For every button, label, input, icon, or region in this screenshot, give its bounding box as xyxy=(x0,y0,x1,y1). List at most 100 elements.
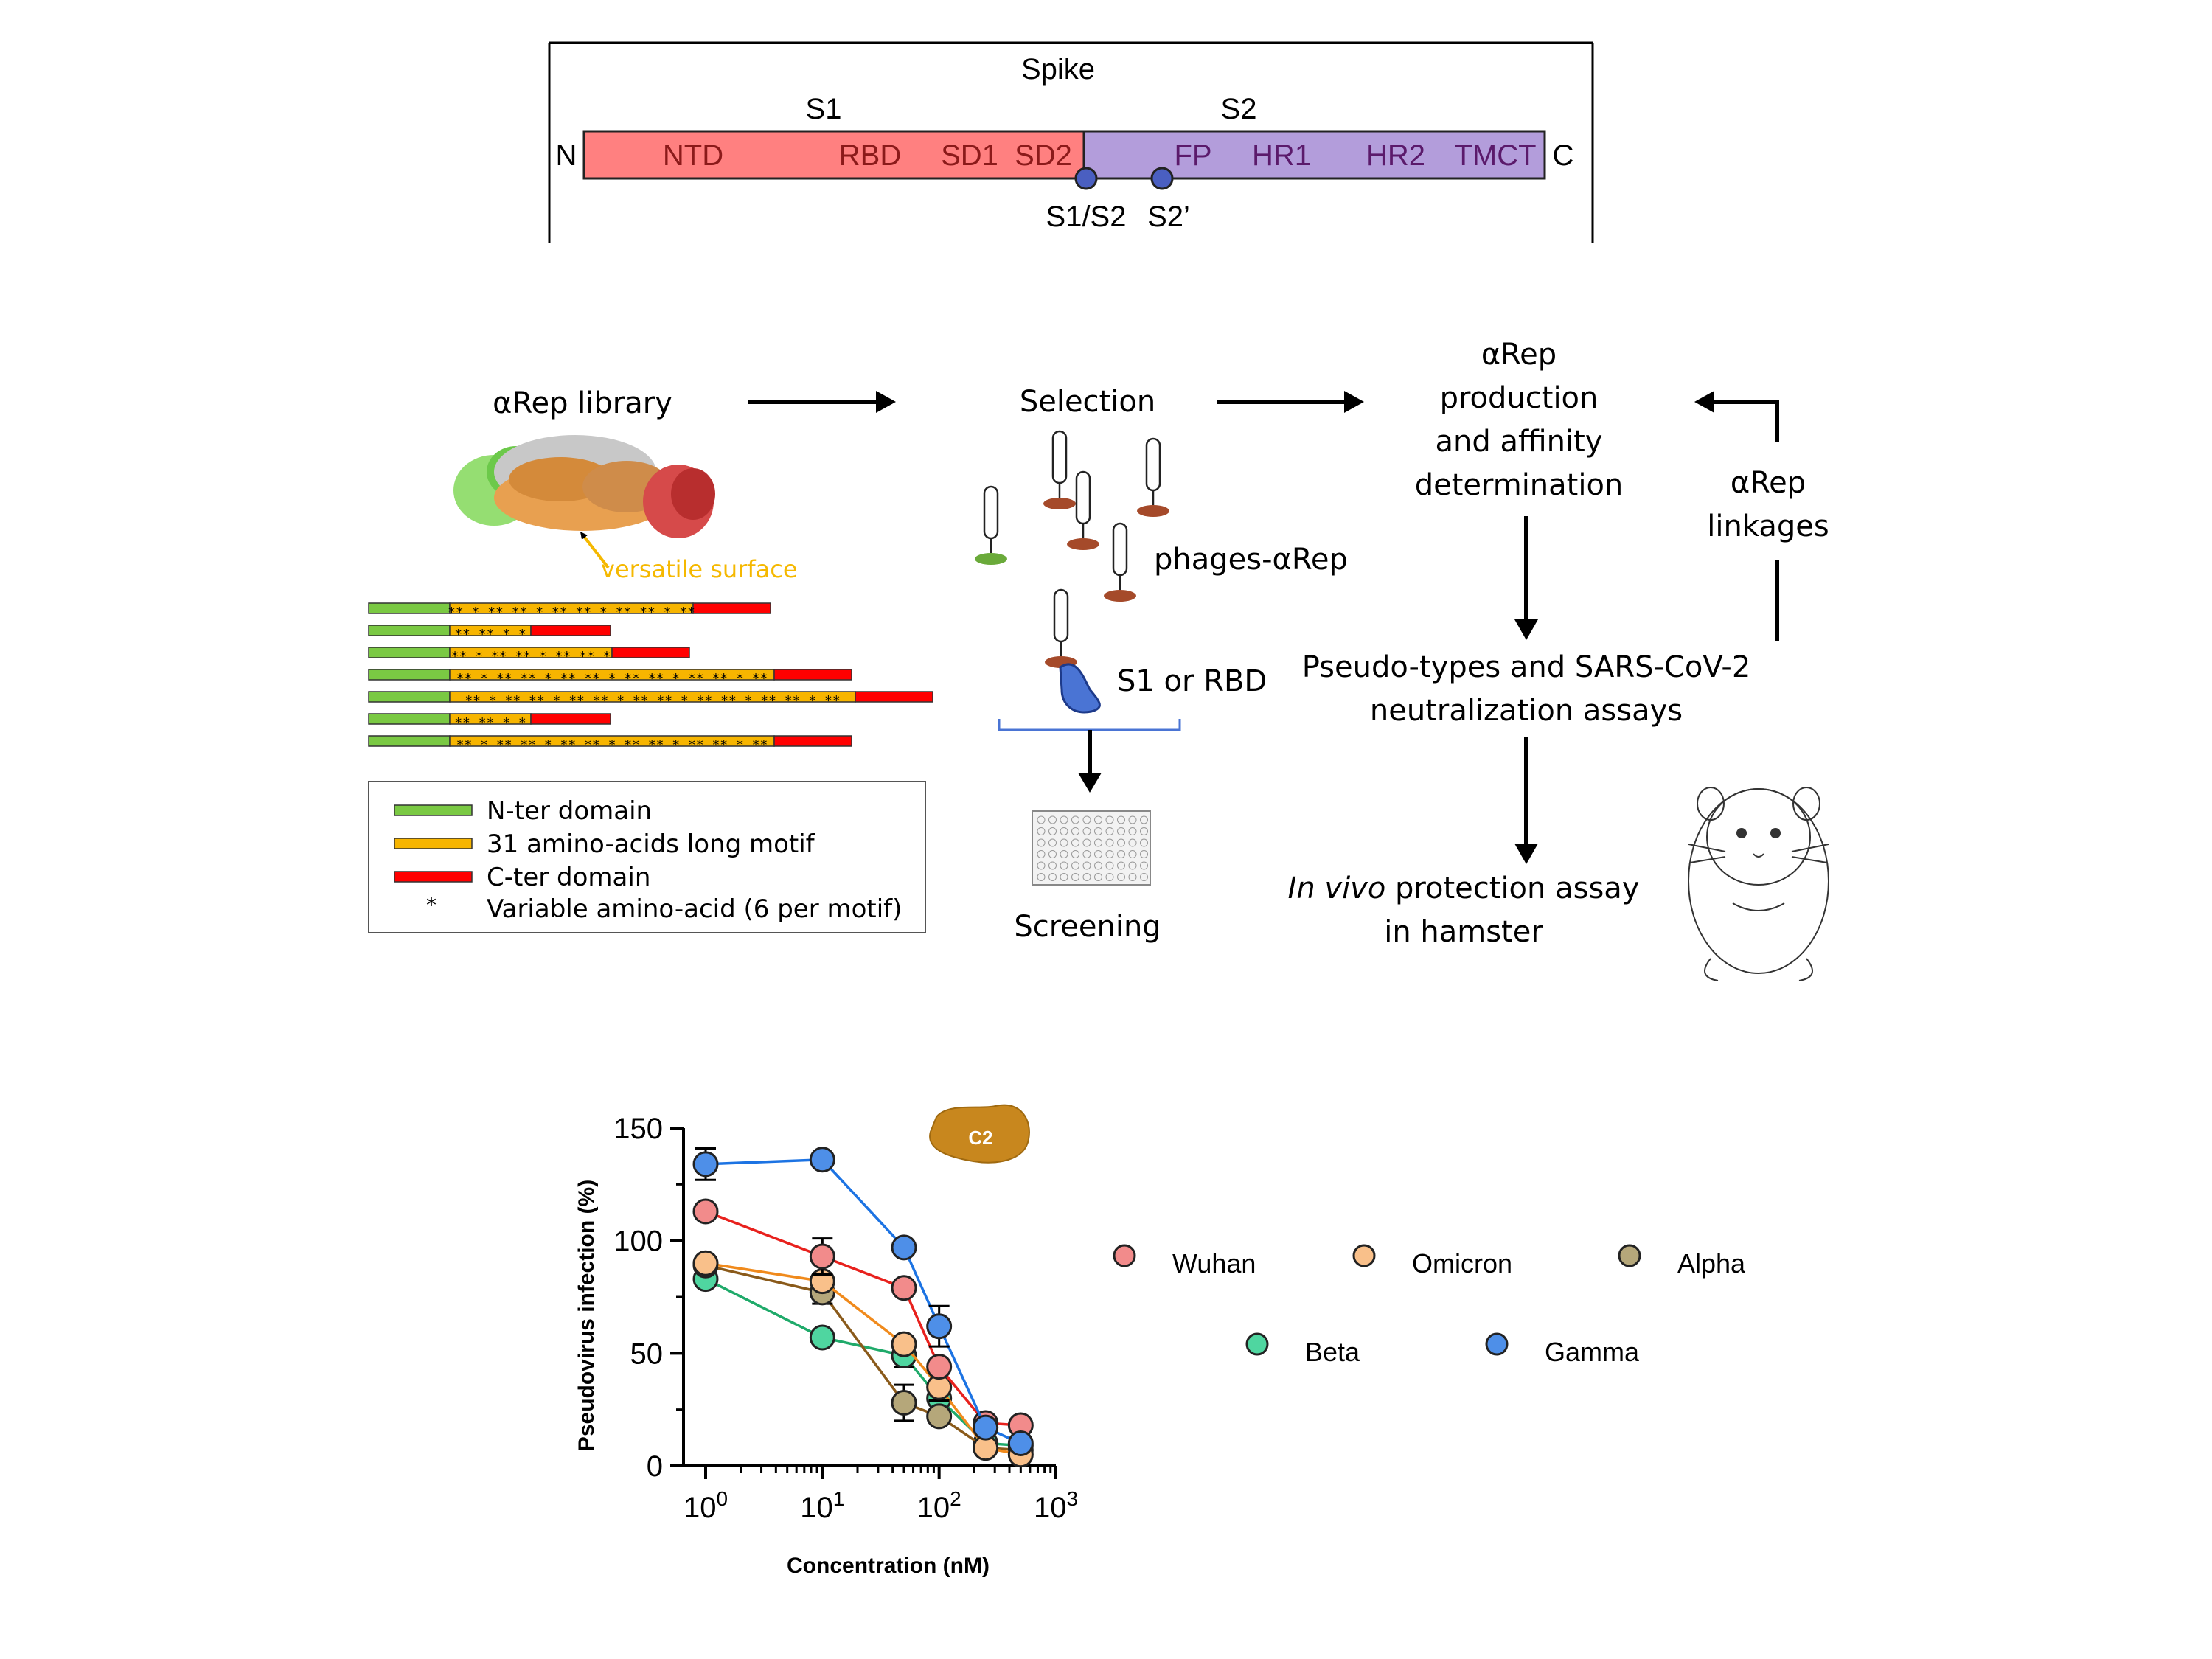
data-point xyxy=(692,1151,719,1178)
legend-label: Gamma xyxy=(1545,1337,1640,1367)
data-point xyxy=(692,1198,719,1225)
data-point xyxy=(926,1403,953,1430)
domain-tmct: TMCT xyxy=(1454,139,1536,172)
domain-hr1: HR1 xyxy=(1252,139,1311,172)
workflow-panel: αRep library versatile surface ** * ** *… xyxy=(368,338,1829,981)
cleavage-site-s1s2 xyxy=(1074,167,1098,190)
phage-icons xyxy=(975,430,1169,668)
svg-text:** * ** ** * ** ** *: ** * ** ** * ** ** * xyxy=(451,649,611,664)
invivo-italic: In vivo xyxy=(1288,872,1386,905)
production-line-1: αRep xyxy=(1481,338,1557,372)
series-gamma xyxy=(692,1147,1034,1456)
production-line-2: production xyxy=(1440,381,1599,415)
legend-swatch xyxy=(1618,1244,1641,1267)
invivo-line-1: In vivo protection assay xyxy=(1288,872,1640,905)
linkages-line-2: linkages xyxy=(1707,509,1829,543)
y-tick-label: 100 xyxy=(613,1225,663,1258)
data-point xyxy=(692,1250,719,1276)
data-point xyxy=(891,1275,917,1301)
svg-text:** * ** ** * ** ** * ** ** * *: ** * ** ** * ** ** * ** ** * ** xyxy=(448,605,695,620)
y-tick-label: 50 xyxy=(630,1338,664,1370)
y-tick-label: 0 xyxy=(647,1450,663,1483)
data-point xyxy=(926,1354,953,1380)
invivo-rest: protection assay xyxy=(1385,872,1639,905)
feedback-arrow xyxy=(1711,400,1779,442)
y-tick-label: 150 xyxy=(613,1113,663,1145)
data-point xyxy=(1007,1430,1034,1456)
c-terminus-label: C xyxy=(1553,139,1574,172)
domain-rbd: RBD xyxy=(839,139,901,172)
svg-text:** * ** ** * ** ** * ** ** * *: ** * ** ** * ** ** * ** ** * ** ** * ** … xyxy=(465,693,840,709)
x-tick-label: 101 xyxy=(800,1487,844,1524)
production-line-3: and affinity xyxy=(1436,425,1603,459)
invivo-line-2: in hamster xyxy=(1384,915,1543,949)
svg-text:** * ** ** * ** ** * ** ** * *: ** * ** ** * ** ** * ** ** * ** ** * ** xyxy=(456,671,768,686)
legend-swatch xyxy=(1113,1244,1136,1267)
x-tick-label: 100 xyxy=(684,1487,728,1524)
s1-bar xyxy=(582,130,1085,180)
s2-label: S2 xyxy=(1221,93,1257,125)
series-wuhan xyxy=(692,1198,1034,1439)
cleavage-label-s1s2: S1/S2 xyxy=(1046,201,1127,233)
linkages-line-1: αRep xyxy=(1731,466,1806,500)
data-point xyxy=(891,1390,917,1416)
selection-title: Selection xyxy=(1020,385,1155,419)
legend-motif: 31 amino-acids long motif xyxy=(487,830,815,859)
screening-label: Screening xyxy=(1014,910,1161,944)
hamster-icon xyxy=(1688,787,1829,981)
spike-panel: Spike S1 S2 N C NTD RBD SD1 SD2 FP HR1 H… xyxy=(548,41,1594,243)
legend-label: Beta xyxy=(1305,1337,1360,1367)
legend-variable: Variable amino-acid (6 per motif) xyxy=(487,894,902,924)
domain-fp: FP xyxy=(1174,139,1211,172)
x-tick-label: 103 xyxy=(1034,1487,1078,1524)
cleavage-label-s2prime: S2’ xyxy=(1147,201,1190,233)
legend-variable-symbol: * xyxy=(426,893,437,917)
legend-nter: N-ter domain xyxy=(487,796,652,826)
legend-swatch xyxy=(1245,1332,1269,1356)
target-label: S1 or RBD xyxy=(1117,664,1267,698)
y-axis-label: Pseudovirus infection (%) xyxy=(574,1180,599,1451)
assays-line-2: neutralization assays xyxy=(1370,694,1683,728)
plate-icon xyxy=(1032,810,1151,886)
assays-line-1: Pseudo-types and SARS-CoV-2 xyxy=(1302,650,1751,684)
data-point xyxy=(809,1324,835,1351)
data-point xyxy=(809,1243,835,1270)
legend-swatch xyxy=(1352,1244,1376,1267)
series-line xyxy=(705,1210,1021,1427)
n-terminus-label: N xyxy=(556,139,577,172)
data-point xyxy=(891,1331,917,1357)
legend-swatch xyxy=(1485,1332,1509,1356)
selection-bracket xyxy=(998,719,1181,731)
legend-label: Omicron xyxy=(1412,1248,1512,1279)
spike-title: Spike xyxy=(1021,53,1095,86)
legend-label: Alpha xyxy=(1677,1248,1746,1279)
data-point xyxy=(809,1147,835,1173)
data-point xyxy=(926,1313,953,1340)
data-point xyxy=(973,1414,999,1441)
production-line-4: determination xyxy=(1415,468,1624,502)
legend-cter: C-ter domain xyxy=(487,863,650,892)
cleavage-site-s2prime xyxy=(1150,167,1174,190)
target-protein-icon xyxy=(1059,663,1101,714)
svg-text:** ** * *: ** ** * * xyxy=(454,627,526,642)
domain-ntd: NTD xyxy=(663,139,723,172)
c2-badge-shape xyxy=(929,1104,1030,1164)
library-title: αRep library xyxy=(493,386,672,420)
arep-protein-structure xyxy=(453,435,715,538)
domain-hr2: HR2 xyxy=(1366,139,1425,172)
domain-sd1: SD1 xyxy=(941,139,998,172)
phages-label: phages-αRep xyxy=(1154,543,1348,577)
x-axis-label: Concentration (nM) xyxy=(787,1554,990,1578)
construct-legend: * N-ter domain 31 amino-acids long motif… xyxy=(368,781,926,933)
data-point xyxy=(891,1234,917,1261)
x-tick-label: 102 xyxy=(917,1487,961,1524)
versatile-surface-label: versatile surface xyxy=(601,555,798,583)
construct-bars: ** * ** ** * ** ** * ** ** * ** ** ** * … xyxy=(368,602,933,753)
c2-badge-label: C2 xyxy=(968,1127,992,1149)
neutralization-chart: 0 50 100 150 100 101 102 103 Pseudovirus infecti… xyxy=(574,1104,1746,1578)
s1-label: S1 xyxy=(806,93,842,125)
svg-text:** * ** ** * ** ** * ** ** * *: ** * ** ** * ** ** * ** ** * ** ** * ** xyxy=(456,737,768,753)
svg-text:** ** * *: ** ** * * xyxy=(454,715,526,731)
